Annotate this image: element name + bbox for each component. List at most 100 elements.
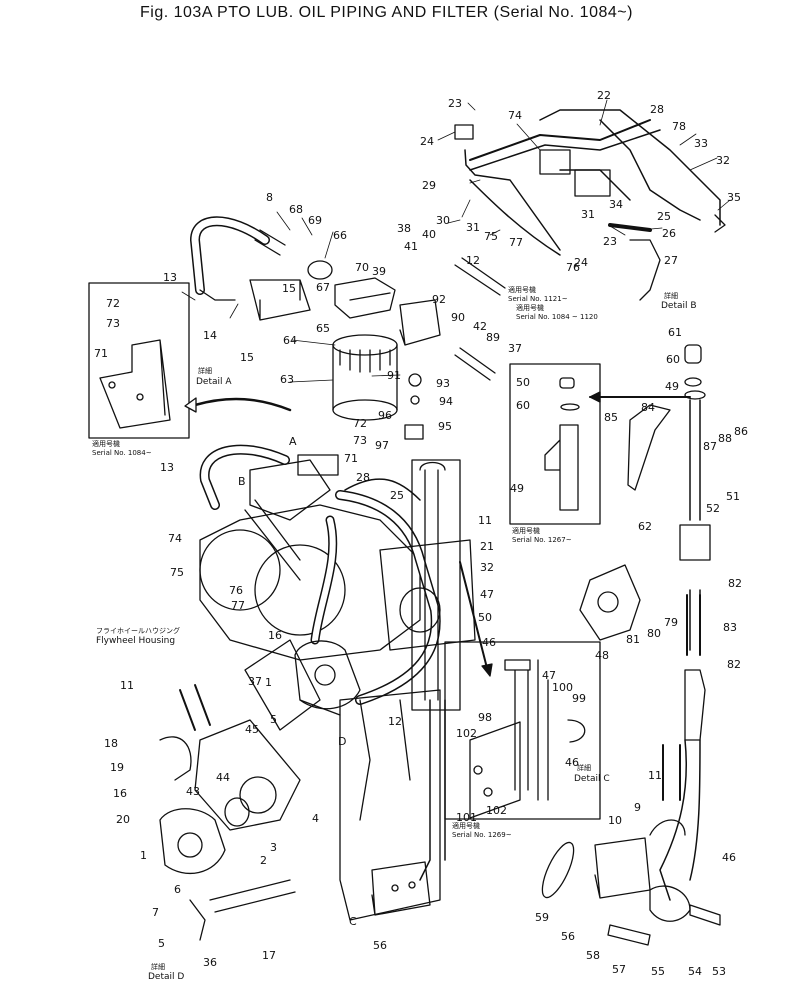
view-letter: C [349, 915, 357, 928]
part-number-15: 15 [240, 351, 254, 364]
pipe-column-49 [689, 399, 701, 521]
part-number-80: 80 [647, 627, 661, 640]
part-number-41: 41 [404, 240, 418, 253]
part-number-1: 1 [140, 849, 147, 862]
part-number-11: 11 [478, 514, 492, 527]
serial-note-jp: 適用号機 [452, 822, 480, 830]
part-number-71: 71 [94, 347, 108, 360]
serial-note-label: Serial No. 1269~ [452, 831, 512, 839]
part-number-52: 52 [706, 502, 720, 515]
part-number-77: 77 [509, 236, 523, 249]
part-number-13: 13 [163, 271, 177, 284]
engine-housing [199, 504, 421, 661]
part-number-23: 23 [448, 97, 462, 110]
detail-a-jp: 詳細 [198, 367, 212, 375]
part-number-39: 39 [372, 265, 386, 278]
part-number-50: 50 [516, 376, 530, 389]
part-number-19: 19 [110, 761, 124, 774]
part-number-12: 12 [388, 715, 402, 728]
serial-note-label: Serial No. 1267~ [512, 536, 572, 544]
part-number-57: 57 [612, 963, 626, 976]
serial-note-label: Serial No. 1084 ~ 1120 [516, 313, 598, 321]
part-number-84: 84 [641, 401, 655, 414]
part-number-98: 98 [478, 711, 492, 724]
part-number-50: 50 [478, 611, 492, 624]
part-number-22: 22 [597, 89, 611, 102]
part-number-24: 24 [420, 135, 434, 148]
part-number-82: 82 [728, 577, 742, 590]
part-number-56: 56 [373, 939, 387, 952]
part-number-72: 72 [353, 417, 367, 430]
detail-b-label: Detail B [661, 301, 697, 311]
part-number-33: 33 [694, 137, 708, 150]
part-number-89: 89 [486, 331, 500, 344]
part-number-66: 66 [333, 229, 347, 242]
part-number-64: 64 [283, 334, 297, 347]
part-number-93: 93 [436, 377, 450, 390]
part-number-32: 32 [716, 154, 730, 167]
part-number-6: 6 [174, 883, 181, 896]
part-number-73: 73 [353, 434, 367, 447]
part-number-59: 59 [535, 911, 549, 924]
part-number-96: 96 [378, 409, 392, 422]
part-number-69: 69 [308, 214, 322, 227]
part-number-20: 20 [116, 813, 130, 826]
detail-c-jp: 詳細 [577, 764, 591, 772]
part-number-79: 79 [664, 616, 678, 629]
part-number-74: 74 [508, 109, 522, 122]
part-number-99: 99 [572, 692, 586, 705]
part-number-5: 5 [158, 937, 165, 950]
part-number-46: 46 [565, 756, 579, 769]
part-number-1: 1 [265, 676, 272, 689]
part-number-82: 82 [727, 658, 741, 671]
part-number-102: 102 [486, 804, 507, 817]
flywheel-housing-label: Flywheel Housing [96, 636, 176, 646]
bracket-71 [99, 339, 171, 429]
detail-b-jp: 詳細 [664, 292, 678, 300]
serial-note-jp: 適用号機 [92, 440, 120, 448]
part-number-72: 72 [106, 297, 120, 310]
part-number-55: 55 [651, 965, 665, 978]
part-number-63: 63 [280, 373, 294, 386]
serial-note-label: Serial No. 1121~ [508, 295, 568, 303]
part-number-5: 5 [270, 713, 277, 726]
part-number-23: 23 [603, 235, 617, 248]
serial-note-jp: 適用号機 [512, 527, 540, 535]
part-number-14: 14 [203, 329, 217, 342]
part-number-76: 76 [229, 584, 243, 597]
serial-note-label: Serial No. 1084~ [92, 449, 152, 457]
part-number-43: 43 [186, 785, 200, 798]
part-number-86: 86 [734, 425, 748, 438]
part-number-74: 74 [168, 532, 182, 545]
part-number-18: 18 [104, 737, 118, 750]
part-number-16: 16 [268, 629, 282, 642]
part-number-29: 29 [422, 179, 436, 192]
part-number-76: 76 [566, 261, 580, 274]
part-number-36: 36 [203, 956, 217, 969]
part-number-31: 31 [466, 221, 480, 234]
part-number-60: 60 [666, 353, 680, 366]
figure-title: Fig. 103A PTO LUB. OIL PIPING AND FILTER… [140, 4, 633, 21]
part-number-88: 88 [718, 432, 732, 445]
part-number-35: 35 [727, 191, 741, 204]
flywheel-housing-label-jp: フライホイールハウジング [96, 627, 180, 635]
part-number-100: 100 [552, 681, 573, 694]
part-number-17: 17 [262, 949, 276, 962]
pipe-74 [469, 119, 651, 161]
part-number-85: 85 [604, 411, 618, 424]
part-number-46: 46 [482, 636, 496, 649]
part-number-34: 34 [609, 198, 623, 211]
part-number-21: 21 [480, 540, 494, 553]
part-number-51: 51 [726, 490, 740, 503]
part-number-97: 97 [375, 439, 389, 452]
part-number-77: 77 [231, 599, 245, 612]
part-number-44: 44 [216, 771, 230, 784]
part-number-47: 47 [480, 588, 494, 601]
view-letter: D [338, 735, 347, 748]
part-number-48: 48 [595, 649, 609, 662]
part-number-78: 78 [672, 120, 686, 133]
part-number-47: 47 [542, 669, 556, 682]
part-number-45: 45 [245, 723, 259, 736]
